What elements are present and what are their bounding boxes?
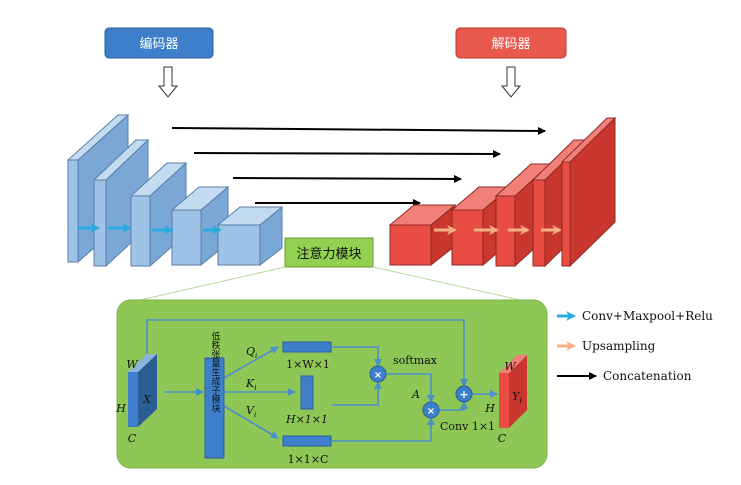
legend-item-concatenation: Concatenation: [557, 369, 692, 383]
input-w-label: W: [126, 358, 139, 371]
k-label: Ki: [245, 377, 256, 392]
add-op: +: [455, 385, 473, 403]
v-vector: [282, 435, 332, 447]
q-to-mul-line: [332, 346, 382, 367]
decoder-label-box: 解码器: [455, 27, 567, 59]
decoder-block-1: [388, 203, 457, 267]
v-dim-label: 1×1×C: [288, 453, 329, 466]
skip-connection: [171, 126, 546, 135]
skip-connection: [232, 174, 462, 183]
attention-module-label: 注意力模块: [296, 246, 361, 262]
q-dim-label: 1×W×1: [286, 358, 330, 371]
mul-to-add-line: [439, 401, 468, 411]
q-label: Qi: [246, 345, 257, 360]
legend-item-conv: Conv+Maxpool+Relu: [557, 309, 713, 323]
encoder-block-5: [216, 205, 284, 267]
encoder-label: 编码器: [139, 37, 178, 52]
output-tensor-y: Yi: [499, 355, 527, 428]
skip-connections: [171, 126, 546, 207]
lowrank-module-label: 低秩张量生成子模块: [210, 330, 221, 413]
multiply-op-av: ×: [422, 401, 440, 419]
multiply-op-qk: ×: [369, 365, 387, 383]
softmax-label: softmax: [393, 354, 438, 367]
v-line: [223, 405, 279, 439]
k-to-mul-line: [332, 381, 382, 406]
k-vector: [300, 375, 314, 410]
zoom-line-left: [139, 266, 286, 301]
decoder-block-5: [560, 116, 617, 268]
zoom-line-right: [372, 266, 521, 301]
output-h-label: H: [484, 402, 495, 415]
attention-module-box: 注意力模块: [284, 237, 374, 268]
encoder-conv-arrows: [78, 223, 222, 235]
decoder-label: 解码器: [491, 37, 530, 52]
decoder-down-arrow-icon: [500, 66, 522, 98]
multiply-icon: ×: [427, 406, 435, 417]
k-dim-label: H×1×1: [285, 413, 328, 426]
skip-connection: [193, 149, 501, 158]
plus-icon: +: [459, 388, 468, 401]
v-label: Vi: [246, 404, 256, 419]
output-w-label: W: [504, 360, 517, 373]
decoder-blocks: [388, 116, 617, 268]
conv-label: Conv 1×1: [440, 420, 495, 433]
lowrank-tensor-module: 低秩张量生成子模块: [204, 330, 225, 459]
q-vector: [282, 341, 332, 353]
input-x-label: X: [142, 393, 152, 406]
multiply-icon: ×: [374, 370, 382, 381]
softmax-line: [386, 373, 435, 403]
encoder-down-arrow-icon: [157, 66, 179, 98]
attention-detail-panel: [116, 299, 548, 469]
input-tensor-x: X: [128, 354, 157, 427]
q-line: [223, 346, 279, 379]
legend-item-upsampling: Upsampling: [557, 339, 656, 353]
legend-label: Upsampling: [582, 339, 656, 353]
v-to-mul-line: [332, 417, 435, 442]
legend: Conv+Maxpool+Relu Upsampling Concatenati…: [557, 309, 713, 383]
encoder-blocks: [66, 113, 284, 268]
input-c-label: C: [128, 432, 137, 445]
residual-line: [146, 319, 468, 387]
legend-label: Concatenation: [603, 369, 692, 383]
a-label: A: [411, 388, 420, 401]
output-c-label: C: [498, 432, 507, 445]
output-y-label: Yi: [512, 390, 522, 405]
legend-label: Conv+Maxpool+Relu: [582, 309, 713, 323]
attention-flow: [146, 319, 498, 442]
input-h-label: H: [115, 402, 126, 415]
encoder-label-box: 编码器: [104, 27, 214, 59]
